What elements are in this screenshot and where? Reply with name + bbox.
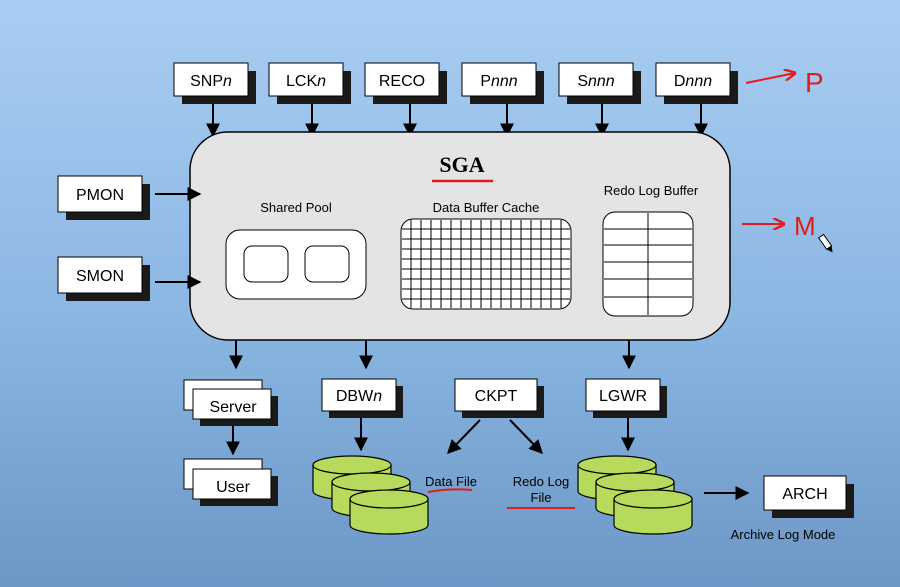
sga-title: SGA bbox=[439, 152, 484, 177]
redo-log-file-cylinders bbox=[577, 455, 693, 535]
svg-text:Redo Log Buffer: Redo Log Buffer bbox=[604, 183, 699, 198]
top-process-dnnn: Dnnn bbox=[655, 62, 738, 104]
svg-text:Data Buffer Cache: Data Buffer Cache bbox=[433, 200, 540, 215]
lgwr-box: LGWR bbox=[585, 378, 667, 418]
svg-text:DBWn: DBWn bbox=[336, 388, 382, 405]
archive-log-mode-label: Archive Log Mode bbox=[731, 527, 836, 542]
svg-text:ARCH: ARCH bbox=[782, 486, 827, 503]
pen-cursor-icon bbox=[817, 233, 833, 253]
top-process-pnnn: Pnnn bbox=[461, 62, 544, 104]
dbwn-box: DBWn bbox=[321, 378, 403, 418]
svg-text:RECO: RECO bbox=[379, 73, 425, 90]
m-annotation: M bbox=[742, 211, 816, 241]
svg-text:SNPn: SNPn bbox=[190, 73, 232, 90]
left-process-smon: SMON bbox=[57, 256, 150, 301]
shared-pool: Shared Pool bbox=[225, 200, 367, 300]
data-file-underline bbox=[427, 488, 473, 493]
svg-text:File: File bbox=[531, 490, 552, 505]
user-box: User bbox=[183, 458, 278, 506]
top-process-reco: RECO bbox=[364, 62, 447, 104]
top-process-snnn: Snnn bbox=[558, 62, 641, 104]
svg-text:Shared Pool: Shared Pool bbox=[260, 200, 332, 215]
top-process-snpn: SNPn bbox=[173, 62, 256, 104]
ckpt-arrows bbox=[447, 419, 543, 455]
svg-text:LCKn: LCKn bbox=[286, 73, 326, 90]
svg-text:P: P bbox=[805, 67, 824, 98]
p-annotation: P bbox=[745, 67, 824, 98]
svg-text:Data File: Data File bbox=[425, 474, 477, 489]
data-file-label: Data File bbox=[425, 474, 477, 493]
svg-text:Pnnn: Pnnn bbox=[480, 73, 517, 90]
svg-text:LGWR: LGWR bbox=[599, 388, 647, 405]
svg-text:Redo Log: Redo Log bbox=[513, 474, 569, 489]
ckpt-box: CKPT bbox=[454, 378, 544, 418]
user-label: User bbox=[216, 479, 250, 496]
left-arrows bbox=[155, 187, 202, 289]
top-process-lckn: LCKn bbox=[268, 62, 351, 104]
redo-log-buffer: Redo Log Buffer bbox=[602, 183, 699, 317]
svg-text:Dnnn: Dnnn bbox=[674, 73, 712, 90]
redo-log-file-label: Redo Log File bbox=[507, 474, 575, 509]
svg-text:SMON: SMON bbox=[76, 268, 124, 285]
svg-text:Snnn: Snnn bbox=[577, 73, 614, 90]
server-box: Server bbox=[183, 379, 278, 426]
data-file-cylinders bbox=[312, 455, 429, 535]
top-arrows bbox=[206, 104, 708, 138]
svg-text:M: M bbox=[794, 211, 816, 241]
svg-text:Server: Server bbox=[209, 399, 257, 416]
sga-down-arrows bbox=[229, 340, 636, 370]
svg-text:PMON: PMON bbox=[76, 187, 124, 204]
svg-text:CKPT: CKPT bbox=[475, 388, 518, 405]
arch-box: ARCH bbox=[763, 475, 854, 518]
data-buffer-cache: Data Buffer Cache bbox=[400, 200, 572, 310]
left-process-pmon: PMON bbox=[57, 175, 150, 220]
